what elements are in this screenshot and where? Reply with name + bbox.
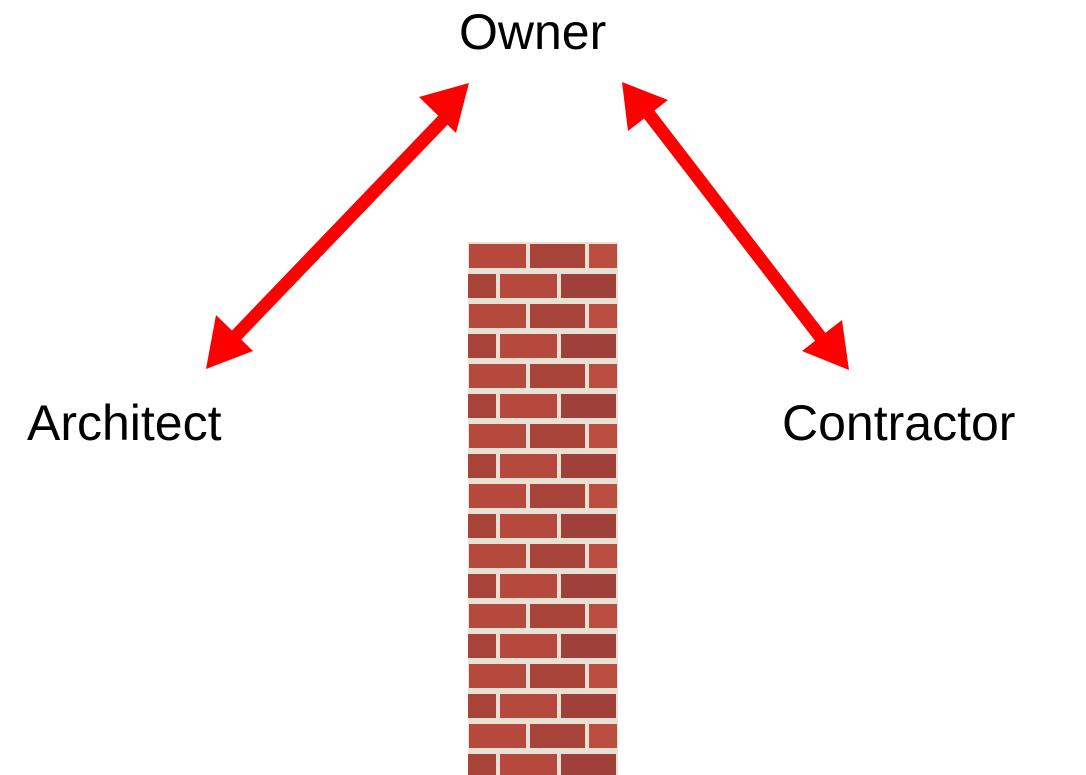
owner-contractor-arrow: [622, 82, 849, 370]
contractor-label: Contractor: [782, 395, 1016, 451]
owner-architect-arrow: [206, 83, 469, 369]
brick-wall: [468, 242, 618, 775]
owner-label: Owner: [459, 4, 607, 60]
architect-label: Architect: [27, 395, 222, 451]
